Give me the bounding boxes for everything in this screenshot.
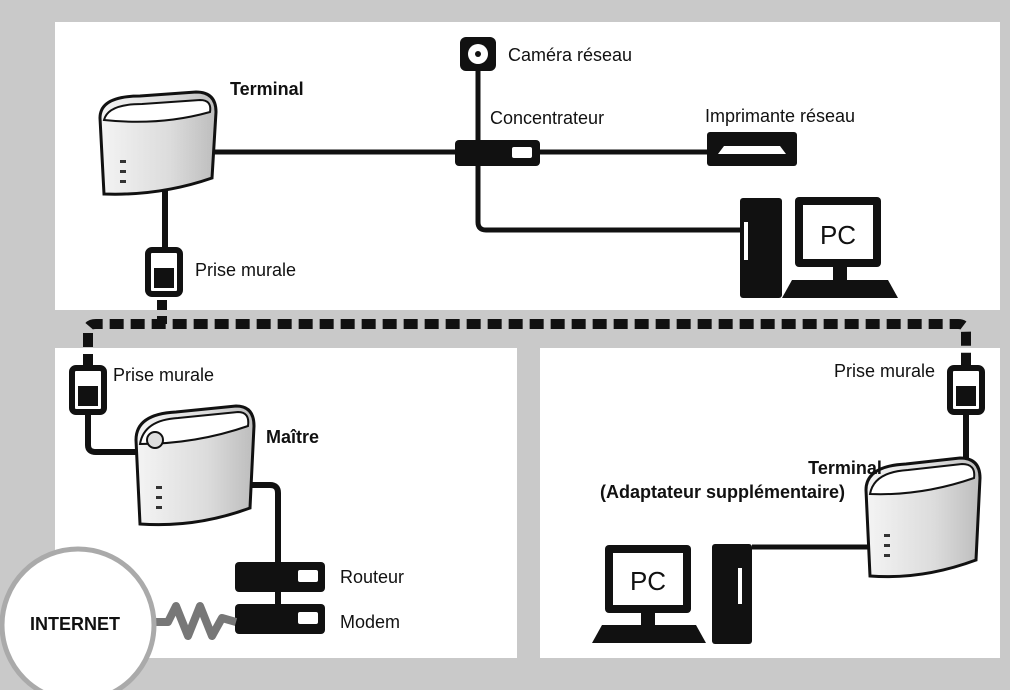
label-terminal-right-2: (Adaptateur supplémentaire) bbox=[600, 482, 845, 502]
label-terminal-top: Terminal bbox=[230, 79, 304, 99]
hub-icon bbox=[455, 140, 540, 166]
label-wall-right: Prise murale bbox=[834, 361, 935, 381]
printer-icon bbox=[707, 132, 797, 166]
monitor-icon bbox=[592, 545, 706, 643]
label-internet: INTERNET bbox=[30, 614, 120, 634]
cable-wall-master bbox=[85, 414, 140, 455]
label-master: Maître bbox=[266, 427, 319, 447]
powerline-adapter-icon bbox=[864, 456, 982, 579]
pc-tower-icon bbox=[712, 544, 752, 644]
label-hub: Concentrateur bbox=[490, 108, 604, 128]
camera-icon bbox=[460, 37, 496, 71]
pc-tower-icon bbox=[740, 198, 782, 298]
label-pc-top: PC bbox=[820, 220, 856, 250]
powerline-adapter-icon bbox=[98, 90, 218, 196]
cable-master-router bbox=[250, 482, 281, 562]
globe-icon bbox=[0, 546, 157, 695]
powerline-adapter-icon bbox=[134, 404, 256, 527]
label-terminal-right-1: Terminal bbox=[808, 458, 882, 478]
label-pc-right: PC bbox=[630, 566, 666, 596]
router-icon bbox=[235, 562, 325, 592]
wall-socket-icon bbox=[145, 247, 183, 297]
label-router: Routeur bbox=[340, 567, 404, 587]
wall-socket-icon bbox=[947, 365, 985, 415]
label-wall-top: Prise murale bbox=[195, 260, 296, 280]
wall-socket-icon bbox=[69, 365, 107, 415]
label-printer: Imprimante réseau bbox=[705, 106, 855, 126]
label-modem: Modem bbox=[340, 612, 400, 632]
cable-hub-pc bbox=[475, 165, 742, 233]
monitor-icon bbox=[782, 197, 898, 298]
label-camera: Caméra réseau bbox=[508, 45, 632, 65]
modem-icon bbox=[235, 604, 325, 634]
zigzag-line-icon bbox=[150, 602, 238, 640]
label-wall-left: Prise murale bbox=[113, 365, 214, 385]
